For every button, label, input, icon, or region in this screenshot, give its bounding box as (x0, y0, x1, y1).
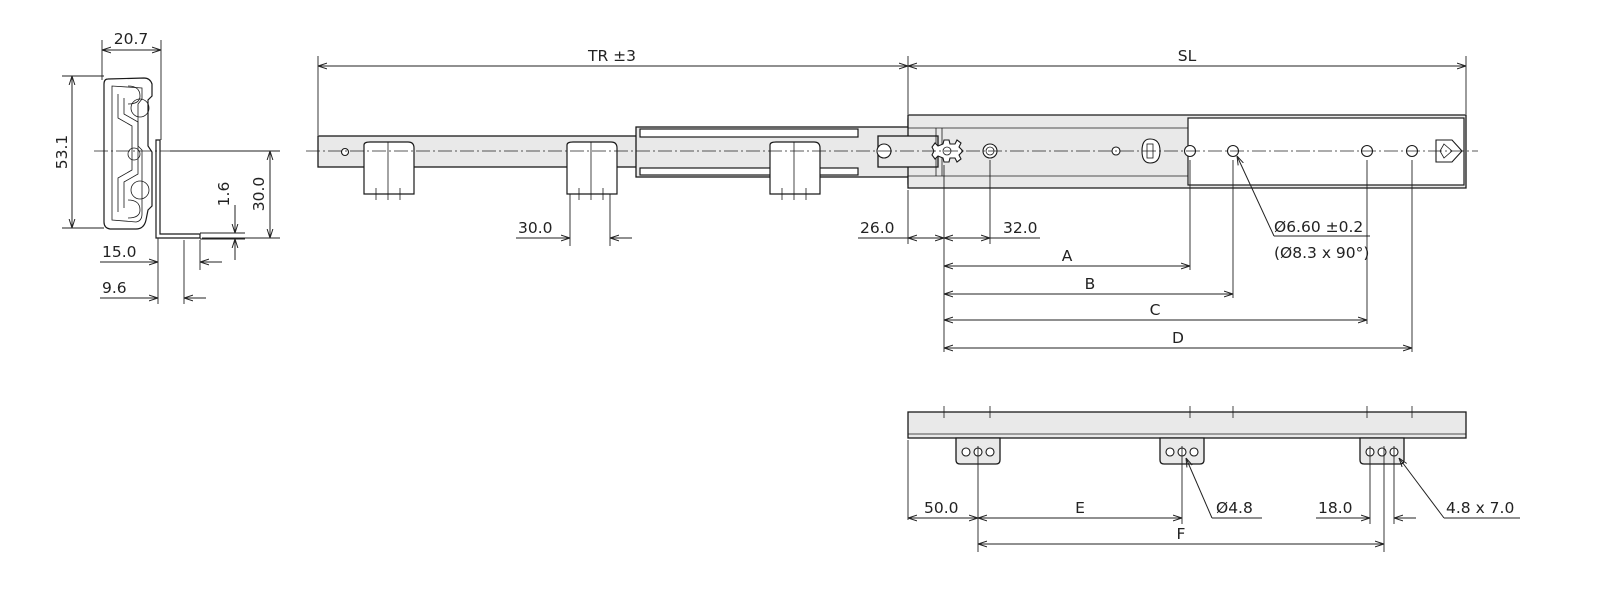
dim-label-tab-width: 30.0 (518, 219, 553, 237)
dim-label-bracket-offset: 50.0 (924, 499, 959, 517)
dim-label-e: E (1075, 499, 1085, 517)
mounting-tab-1 (363, 141, 415, 200)
dim-label-first-hole: 26.0 (860, 219, 895, 237)
top-bracket-3 (1359, 437, 1405, 465)
side-view (306, 114, 1478, 200)
leader-slot (1399, 458, 1445, 519)
top-view-dimensions: 50.0 E Ø4.8 18.0 4.8 x 7.0 F (907, 440, 1520, 552)
dim-label-c: C (1150, 301, 1161, 319)
dim-label-slot: 4.8 x 7.0 (1446, 499, 1514, 517)
top-view (907, 406, 1467, 465)
dim-label-15-0: 15.0 (102, 243, 137, 261)
leader-small-hole (1186, 458, 1213, 519)
mounting-tab-2 (566, 141, 618, 200)
dim-label-d: D (1172, 329, 1184, 347)
dim-label-30-0-flange: 30.0 (250, 177, 268, 212)
dim-label-f: F (1177, 525, 1186, 543)
leader-hole-dia (1237, 156, 1275, 237)
dim-label-20-7: 20.7 (114, 30, 149, 48)
inner-front-hole (340, 147, 350, 157)
dim-label-bracket-edge: 18.0 (1318, 499, 1353, 517)
mounting-tab-3 (769, 141, 821, 200)
profile-view: 20.7 53.1 1.6 30.0 15.0 9.6 (53, 30, 280, 304)
dim-label-hole-dia: Ø6.60 ±0.2 (1274, 218, 1363, 236)
dim-label-b: B (1085, 275, 1096, 293)
dim-label-1-6: 1.6 (215, 182, 233, 207)
side-view-dimensions: TR ±3 SL 30.0 26.0 32.0 A B C D (317, 47, 1467, 352)
dim-label-53-1: 53.1 (53, 135, 71, 170)
dim-label-travel: TR ±3 (587, 47, 636, 65)
dim-label-9-6: 9.6 (102, 279, 127, 297)
end-bracket-icon (1435, 139, 1463, 163)
dim-label-a: A (1062, 247, 1073, 265)
dim-label-slide-length: SL (1178, 47, 1197, 65)
dim-label-hole-csk: (Ø8.3 x 90°) (1274, 244, 1369, 262)
rail-profile-shape (103, 77, 201, 239)
dim-label-small-hole: Ø4.8 (1216, 499, 1253, 517)
dim-label-hole-pitch: 32.0 (1003, 219, 1038, 237)
